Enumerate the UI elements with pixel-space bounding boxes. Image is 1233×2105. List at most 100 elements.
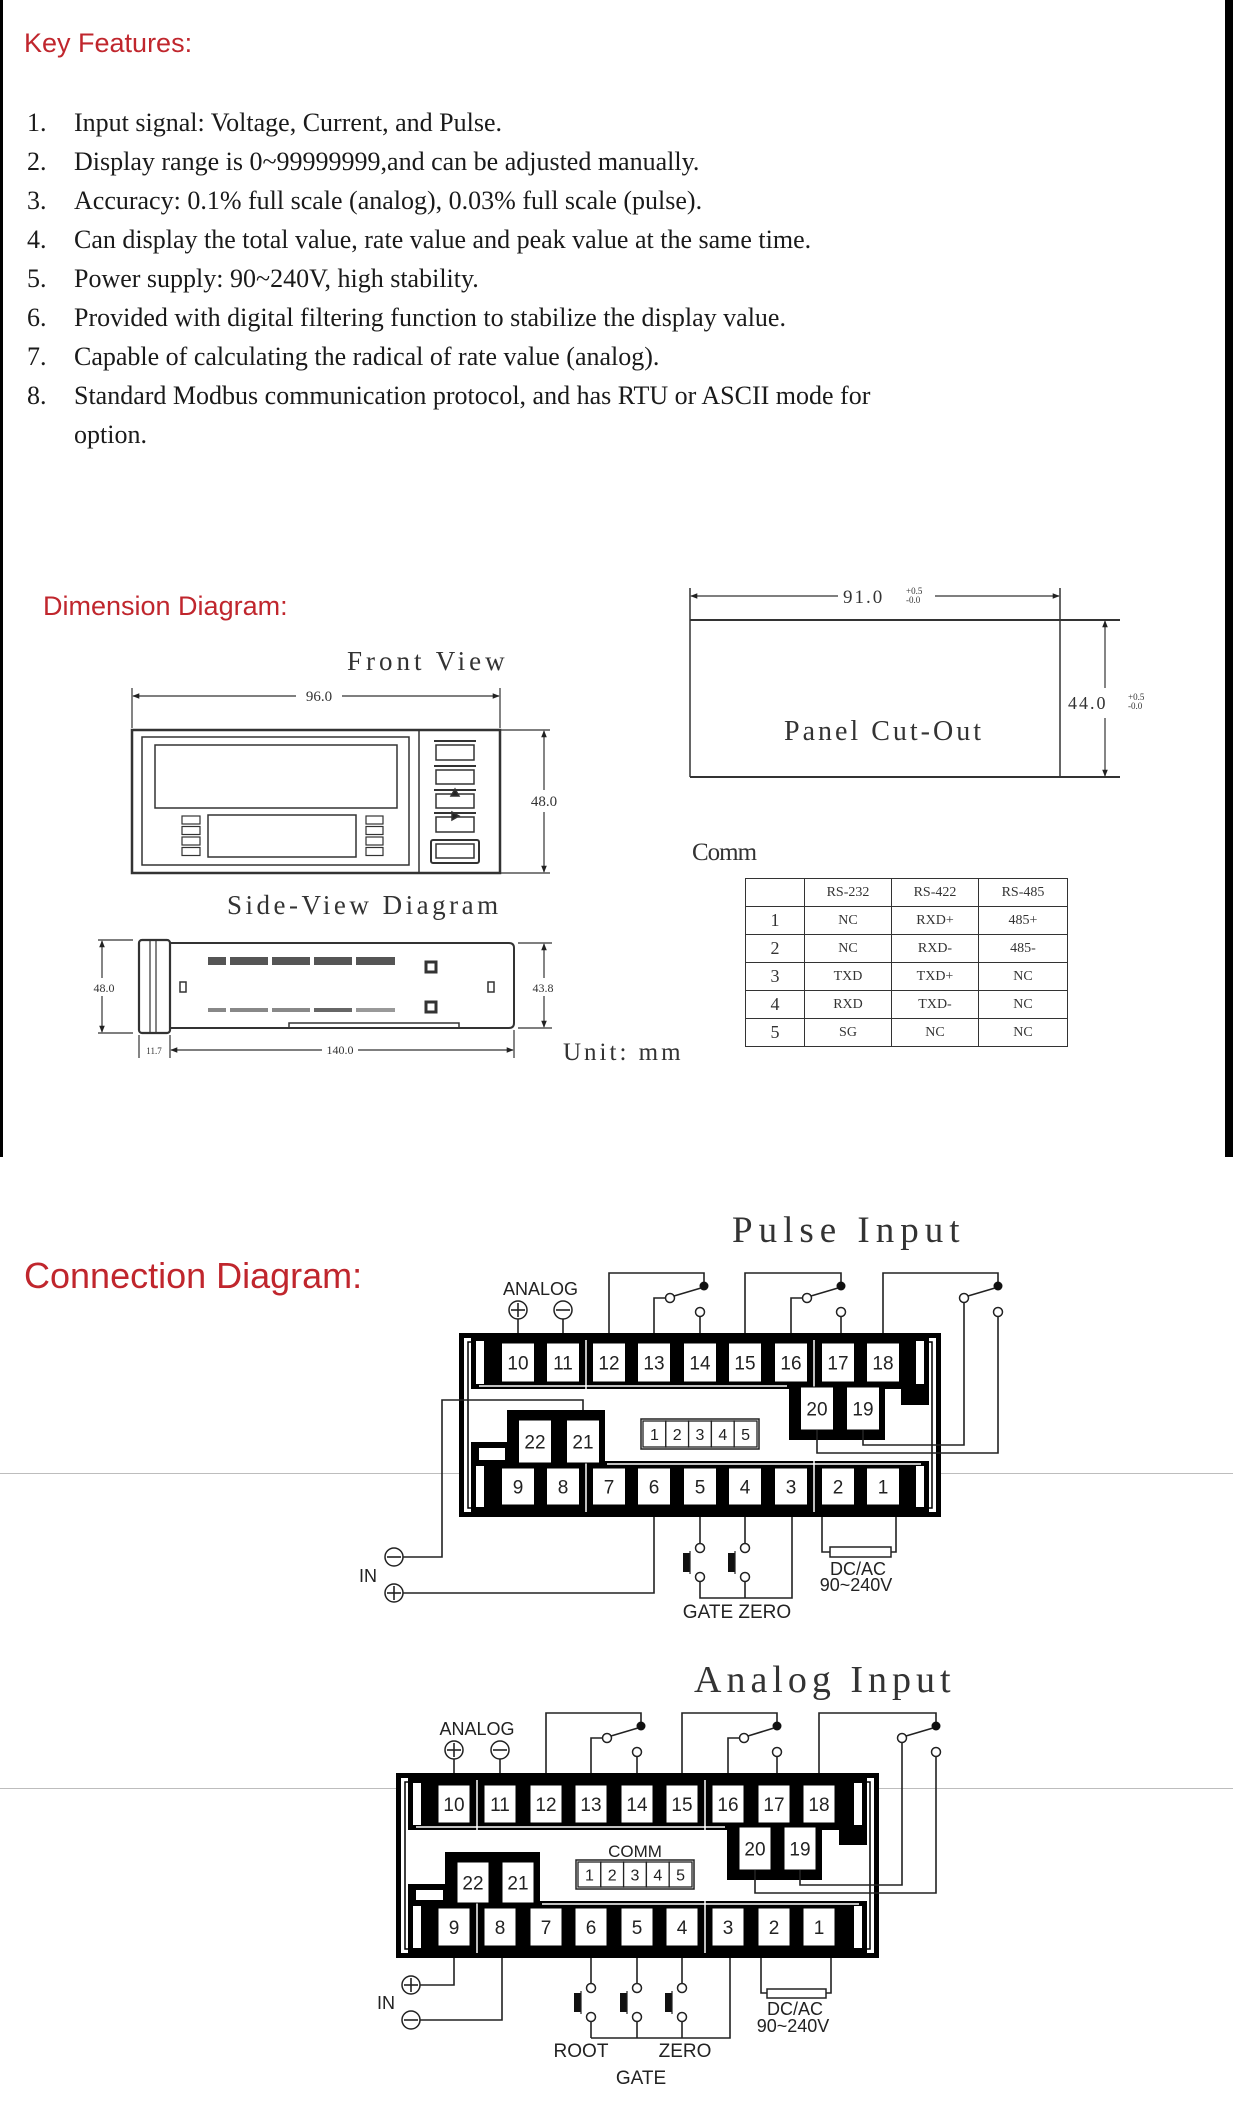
terminal-number: 3	[723, 1918, 734, 1939]
terminal-number: 2	[833, 1477, 844, 1498]
terminal	[592, 1342, 626, 1383]
wire	[799, 1742, 903, 1886]
band-end-slot	[476, 1341, 484, 1384]
terminal-number: 22	[524, 1432, 545, 1453]
terminal	[774, 1342, 808, 1383]
relay-contact	[771, 1746, 783, 1758]
band-extension	[839, 1823, 867, 1845]
terminal	[483, 1907, 517, 1947]
front-panel-outline	[130, 728, 502, 875]
relay-switch-arm	[673, 1287, 702, 1297]
switch-contact	[676, 2011, 688, 2023]
side-view-label: Side-View Diagram	[227, 890, 502, 920]
table-header-cell: RS-485	[978, 878, 1068, 907]
table-cell: 485+	[978, 906, 1068, 935]
terminal-number: 16	[717, 1795, 738, 1816]
feature-number: 6.	[27, 303, 47, 332]
zero-label: ZERO	[659, 2041, 712, 2062]
feature-text: Provided with digital filtering function…	[74, 303, 786, 332]
terminal	[574, 1907, 608, 1947]
terminal	[866, 1467, 900, 1506]
table-cell: TXD+	[891, 962, 979, 991]
push-button-icon	[683, 1553, 690, 1572]
terminal	[802, 1907, 836, 1947]
feature-number: 7.	[27, 342, 47, 371]
relay-contact	[958, 1292, 970, 1304]
terminal	[437, 1784, 471, 1824]
terminal-number: 14	[689, 1353, 711, 1374]
front-height-label: 48.0	[531, 794, 557, 810]
wire	[681, 1712, 778, 1773]
cutout-height-tol-minus: -0.0	[1128, 701, 1143, 711]
terminal-number: 7	[604, 1477, 615, 1498]
comm-pin	[733, 1420, 758, 1448]
feature-number: 2.	[27, 147, 47, 176]
terminal	[574, 1784, 608, 1824]
comm-pin-number: 3	[696, 1427, 705, 1444]
feature-text: Display range is 0~99999999,and can be a…	[74, 147, 700, 176]
terminal	[620, 1784, 654, 1824]
terminal	[637, 1467, 671, 1506]
wire	[545, 1712, 642, 1773]
table-cell: NC	[978, 1018, 1068, 1047]
terminal-number: 13	[643, 1353, 664, 1374]
terminal	[546, 1342, 580, 1383]
page-edge-right	[1225, 0, 1233, 1157]
comm-pin-number: 2	[673, 1427, 682, 1444]
terminal	[738, 1826, 772, 1871]
wire	[608, 1272, 705, 1333]
comm-pin-number: 1	[650, 1427, 659, 1444]
power-label: DC/AC	[767, 1999, 823, 2019]
band-end-slot	[413, 1906, 421, 1948]
front-keypad	[430, 740, 480, 864]
terminal-number: 9	[449, 1918, 460, 1939]
switch-labels: GATE ZERO	[683, 1602, 791, 1623]
terminal-number: 18	[808, 1795, 829, 1816]
terminal	[866, 1342, 900, 1383]
terminal	[501, 1467, 535, 1506]
terminal	[501, 1861, 535, 1904]
terminal-number: 15	[734, 1353, 755, 1374]
table-header-cell: RS-422	[891, 878, 979, 907]
table-header-row: RS-232 RS-422 RS-485	[745, 878, 1068, 907]
relay-switch-arm	[967, 1287, 996, 1297]
relay-common-contact	[931, 1721, 941, 1731]
relay-contact	[601, 1732, 613, 1744]
analog-label: ANALOG	[439, 1719, 514, 1739]
panel-cutout-label: Panel Cut-Out	[784, 716, 984, 747]
terminal-number: 1	[878, 1477, 889, 1498]
wire	[403, 1399, 584, 1558]
comm-pin-number: 1	[585, 1868, 594, 1885]
relay-common-contact	[993, 1281, 1003, 1291]
terminal	[665, 1907, 699, 1947]
terminal-number: 13	[580, 1795, 601, 1816]
page-edge-left	[0, 0, 3, 1157]
in-label: IN	[377, 1993, 395, 2013]
indicator-leds	[181, 815, 384, 857]
wire	[744, 1272, 842, 1333]
terminal-number: 20	[744, 1839, 765, 1860]
table-cell: 4	[745, 990, 805, 1019]
power-label: DC/AC	[830, 1559, 886, 1579]
feature-text: option.	[74, 420, 147, 449]
vent-slots	[208, 957, 395, 1012]
table-cell: NC	[804, 906, 892, 935]
table-header-cell: RS-232	[804, 878, 892, 907]
terminal	[783, 1826, 817, 1871]
relay-contact	[664, 1292, 676, 1304]
terminal-number: 6	[586, 1918, 597, 1939]
table-cell: TXD	[804, 962, 892, 991]
connection-diagram-title: Connection Diagram:	[24, 1255, 363, 1296]
comm-pin-number: 4	[718, 1427, 727, 1444]
terminal	[546, 1467, 580, 1506]
wire	[590, 1737, 603, 1773]
terminal-number: 12	[598, 1353, 619, 1374]
wire	[790, 1297, 803, 1333]
table-cell: SG	[804, 1018, 892, 1047]
switch-contact	[676, 1982, 688, 1994]
